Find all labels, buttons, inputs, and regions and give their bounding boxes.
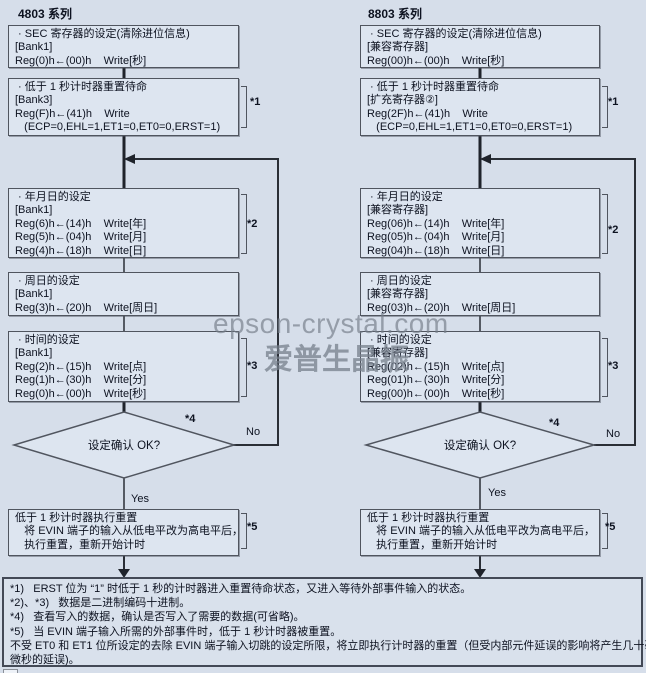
marker-1-left: *1 <box>250 96 261 108</box>
box-sec-register-8803: · SEC 寄存器的设定(清除进位信息) [兼容寄存器] Reg(00)h←(0… <box>360 25 600 68</box>
box-date-setting-4803: · 年月日的设定 [Bank1] Reg(6)h←(14)h Write[年] … <box>8 188 239 258</box>
footnote-line: *2)、*3) 数据是二进制编码十进制。 <box>10 597 191 610</box>
box-line: [兼容寄存器] <box>367 288 429 301</box>
arrowhead-right-down <box>474 569 486 578</box>
footnote-line: 微秒的延误)。 <box>10 654 80 667</box>
annotation-bracket <box>602 86 608 128</box>
box-line: Reg(01)h←(30)h Write[分] <box>367 374 505 387</box>
box-line: 将 EVIN 端子的输入从低电平改为高电平后， <box>15 525 243 538</box>
box-line: Reg(6)h←(14)h Write[年] <box>15 217 147 230</box>
box-line: [Bank1] <box>15 288 53 301</box>
column-title-4803: 4803 系列 <box>18 7 73 21</box>
box-line: Reg(5)h←(04)h Write[月] <box>15 231 147 244</box>
box-line: (ECP=0,EHL=1,ET1=0,ET0=0,ERST=1) <box>367 121 573 134</box>
box-line: Reg(03)h←(20)h Write[周日] <box>367 301 516 314</box>
yes-label-left: Yes <box>131 493 149 505</box>
decision-diamond-right <box>363 411 597 479</box>
arrowhead-right-feedback <box>480 154 491 164</box>
box-line: Reg(0)h←(00)h Write[秒] <box>15 387 147 400</box>
marker-5-left: *5 <box>247 521 258 533</box>
box-line: · SEC 寄存器的设定(清除进位信息) <box>15 28 190 40</box>
box-line: [Bank1] <box>15 41 53 54</box>
marker-1-right: *1 <box>608 96 619 108</box>
box-line: · 低于 1 秒计时器重置待命 <box>15 81 148 93</box>
box-line: · 时间的设定 <box>15 334 80 346</box>
box-line: 执行重置，重新开始计时 <box>15 538 146 551</box>
annotation-bracket <box>241 338 247 397</box>
box-line: (ECP=0,EHL=1,ET1=0,ET0=0,ERST=1) <box>15 121 221 134</box>
no-label-right: No <box>606 428 621 440</box>
box-timer-standby-4803: · 低于 1 秒计时器重置待命 [Bank3] Reg(F)h←(41)h Wr… <box>8 78 239 136</box>
arrowhead-left-feedback <box>124 154 135 164</box>
box-line: [Bank1] <box>15 347 53 360</box>
partial-bottom-element <box>3 669 18 673</box>
footnote-line: *5) 当 EVIN 端子输入所需的外部事件时，低于 1 秒计时器被重置。 <box>10 625 342 638</box>
box-time-setting-4803: · 时间的设定 [Bank1] Reg(2)h←(15)h Write[点] R… <box>8 331 239 402</box>
box-line: Reg(4)h←(18)h Write[日] <box>15 244 147 257</box>
annotation-bracket <box>602 338 608 397</box>
no-label-left: No <box>246 426 261 438</box>
footnote-box: *1) ERST 位为 “1” 时低于 1 秒的计时器进入重置待命状态，又进入等… <box>2 577 646 667</box>
box-line: [兼容寄存器] <box>367 41 429 54</box>
box-line: 执行重置，重新开始计时 <box>367 538 498 551</box>
box-line: Reg(2)h←(15)h Write[点] <box>15 360 147 373</box>
box-line: · 周日的设定 <box>15 275 80 287</box>
box-line: Reg(04)h←(18)h Write[日] <box>367 244 505 257</box>
box-line: Reg(2F)h←(41)h Write <box>367 107 488 120</box>
box-line: 将 EVIN 端子的输入从低电平改为高电平后， <box>367 525 595 538</box>
annotation-bracket <box>241 86 247 128</box>
box-line: · 年月日的设定 <box>15 191 91 203</box>
box-line: Reg(3)h←(20)h Write[周日] <box>15 301 158 314</box>
box-line: Reg(05)h←(04)h Write[月] <box>367 231 505 244</box>
annotation-bracket <box>241 513 247 549</box>
box-line: · 年月日的设定 <box>367 191 443 203</box>
box-sec-register-4803: · SEC 寄存器的设定(清除进位信息) [Bank1] Reg(0)h←(00… <box>8 25 239 68</box>
marker-2-left: *2 <box>247 218 258 230</box>
box-timer-reset-8803: 低于 1 秒计时器执行重置 将 EVIN 端子的输入从低电平改为高电平后， 执行… <box>360 509 600 556</box>
box-line: Reg(00)h←(00)h Write[秒] <box>367 387 505 400</box>
box-timer-reset-4803: 低于 1 秒计时器执行重置 将 EVIN 端子的输入从低电平改为高电平后， 执行… <box>8 509 243 556</box>
box-line: Reg(0)h←(00)h Write[秒] <box>15 54 147 67</box>
footnote-line: *1) ERST 位为 “1” 时低于 1 秒的计时器进入重置待命状态，又进入等… <box>10 583 472 595</box>
box-weekday-setting-8803: · 周日的设定 [兼容寄存器] Reg(03)h←(20)h Write[周日] <box>360 272 600 316</box>
box-line: · SEC 寄存器的设定(清除进位信息) <box>367 28 542 40</box>
footnote-line: *4) 查看写入的数据，确认是否写入了需要的数据(可省略)。 <box>10 611 305 624</box>
footnote-line: 不受 ET0 和 ET1 位所设定的去除 EVIN 端子输入切跳的设定所限，将立… <box>10 639 646 652</box>
yes-label-right: Yes <box>488 487 506 499</box>
box-timer-standby-8803: · 低于 1 秒计时器重置待命 [扩充寄存器②] Reg(2F)h←(41)h … <box>360 78 600 136</box>
decision-label-4803: 设定确认 OK? <box>87 440 161 452</box>
marker-4-right: *4 <box>549 417 560 429</box>
marker-2-right: *2 <box>608 224 619 236</box>
marker-3-right: *3 <box>608 360 619 372</box>
box-line: 低于 1 秒计时器执行重置 <box>367 512 490 524</box>
decision-label-8803: 设定确认 OK? <box>443 440 517 452</box>
box-line: · 时间的设定 <box>367 334 432 346</box>
box-time-setting-8803: · 时间的设定 [兼容寄存器] Reg(02)h←(15)h Write[点] … <box>360 331 600 402</box>
annotation-bracket <box>241 194 247 254</box>
box-line: [扩充寄存器②] <box>367 94 438 107</box>
box-line: [兼容寄存器] <box>367 204 429 217</box>
decision-diamond-left <box>11 411 237 479</box>
box-line: Reg(06)h←(14)h Write[年] <box>367 217 505 230</box>
box-line: 低于 1 秒计时器执行重置 <box>15 512 138 524</box>
annotation-bracket <box>602 513 608 549</box>
box-line: [兼容寄存器] <box>367 347 429 360</box>
box-weekday-setting-4803: · 周日的设定 [Bank1] Reg(3)h←(20)h Write[周日] <box>8 272 239 316</box>
box-line: · 低于 1 秒计时器重置待命 <box>367 81 500 93</box>
box-line: Reg(1)h←(30)h Write[分] <box>15 374 147 387</box>
box-line: · 周日的设定 <box>367 275 432 287</box>
arrowhead-left-down <box>118 569 130 578</box>
box-line: [Bank1] <box>15 204 53 217</box>
box-line: Reg(02)h←(15)h Write[点] <box>367 360 505 373</box>
box-line: Reg(00)h←(00)h Write[秒] <box>367 54 505 67</box>
marker-5-right: *5 <box>605 521 616 533</box>
marker-3-left: *3 <box>247 360 258 372</box>
column-title-8803: 8803 系列 <box>368 7 423 21</box>
box-date-setting-8803: · 年月日的设定 [兼容寄存器] Reg(06)h←(14)h Write[年]… <box>360 188 600 258</box>
box-line: [Bank3] <box>15 94 53 107</box>
box-line: Reg(F)h←(41)h Write <box>15 107 130 120</box>
marker-4-left: *4 <box>185 413 196 425</box>
annotation-bracket <box>602 194 608 254</box>
